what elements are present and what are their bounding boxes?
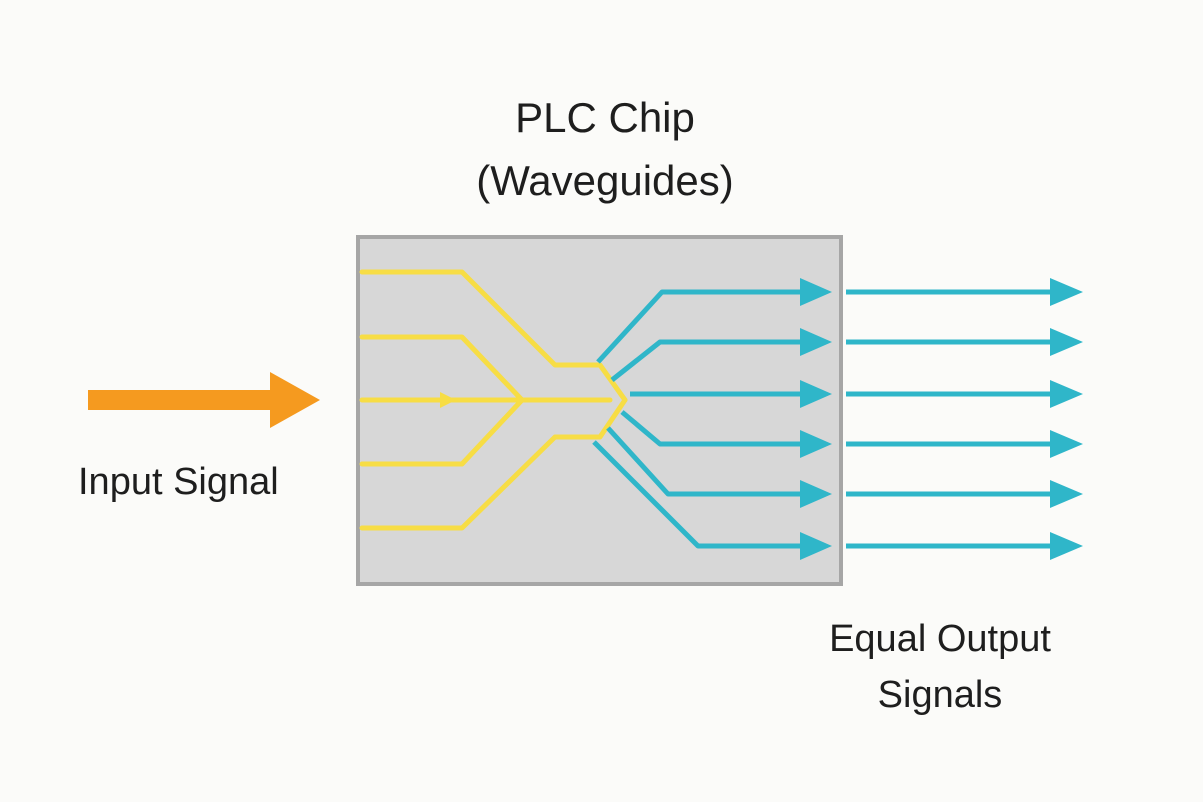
waveguide-in-5	[359, 397, 628, 531]
output-arrow-head-4	[1050, 430, 1083, 458]
chip-title-line1: PLC Chip	[515, 94, 695, 141]
waveguide-out-5	[606, 426, 805, 497]
output-waveguide-heads	[800, 278, 832, 560]
waveguide-out-6	[592, 440, 805, 549]
input-arrow-shaft	[88, 390, 276, 410]
waveguide-out-head-5	[800, 480, 832, 508]
waveguide-in-2	[359, 334, 525, 403]
output-arrow-head-2	[1050, 328, 1083, 356]
output-arrow-head-1	[1050, 278, 1083, 306]
plc-chip	[356, 235, 843, 586]
output-arrow-heads	[1050, 278, 1083, 560]
waveguide-in-center-marker	[440, 392, 456, 408]
output-arrows	[846, 289, 1056, 549]
waveguide-out-1	[596, 289, 805, 364]
waveguide-out-head-4	[800, 430, 832, 458]
waveguide-out-2	[610, 339, 805, 382]
output-arrow-head-6	[1050, 532, 1083, 560]
waveguide-in-4	[359, 397, 525, 467]
input-arrow-head	[270, 372, 320, 428]
chip-title-line2: (Waveguides)	[476, 157, 734, 204]
waveguide-in-1	[359, 269, 628, 403]
input-signal-label: Input Signal	[78, 461, 279, 503]
waveguide-out-head-6	[800, 532, 832, 560]
output-waveguides	[592, 289, 805, 549]
waveguide-out-head-1	[800, 278, 832, 306]
waveguide-out-head-3	[800, 380, 832, 408]
output-arrow-head-3	[1050, 380, 1083, 408]
input-arrow	[88, 372, 320, 428]
output-arrow-head-5	[1050, 480, 1083, 508]
output-label-line2: Signals	[878, 674, 1003, 716]
output-label-line1: Equal Output	[829, 618, 1051, 660]
input-waveguides	[359, 269, 628, 531]
waveguide-out-head-2	[800, 328, 832, 356]
waveguide-out-4	[620, 410, 805, 447]
